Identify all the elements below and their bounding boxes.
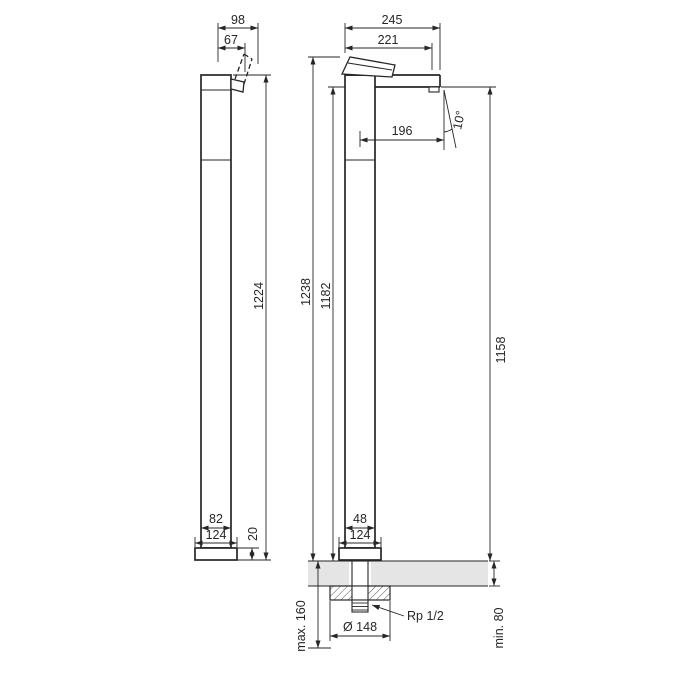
dim-20-label: 20 bbox=[246, 527, 260, 541]
side-view-column bbox=[200, 74, 232, 549]
dim-245-label: 245 bbox=[382, 13, 403, 27]
dim-98-label: 98 bbox=[231, 13, 245, 27]
dim-67-label: 67 bbox=[224, 33, 238, 47]
dim-48-label: 48 bbox=[353, 512, 367, 526]
floor-section bbox=[308, 560, 488, 587]
front-view-handle bbox=[341, 56, 396, 78]
front-view bbox=[338, 56, 441, 561]
dim-1182-label: 1182 bbox=[319, 283, 333, 310]
side-view-base-plate bbox=[194, 547, 238, 561]
dim-max160-label: max. 160 bbox=[294, 600, 308, 651]
side-view-handle bbox=[230, 78, 245, 93]
dim-rp12-label: Rp 1/2 bbox=[407, 609, 444, 623]
dim-124-left-label: 124 bbox=[206, 528, 227, 542]
dim-1224-label: 1224 bbox=[252, 282, 266, 310]
dim-1238-label: 1238 bbox=[299, 278, 313, 306]
floor-slab bbox=[308, 561, 488, 586]
side-view-handle-raised-dashed bbox=[234, 53, 253, 85]
spout-angle-indicator: 10° bbox=[443, 89, 468, 150]
dimensions-front-view: 245 221 10° 196 1238 1182 1158 48 124 bbox=[294, 13, 508, 652]
dim-angle-label: 10° bbox=[450, 109, 468, 130]
front-view-base-plate bbox=[338, 547, 382, 561]
dim-82-label: 82 bbox=[209, 512, 223, 526]
mounting-assembly bbox=[329, 560, 391, 613]
dim-dia148-label: Ø 148 bbox=[343, 620, 377, 634]
dim-1158-label: 1158 bbox=[494, 337, 508, 364]
dim-min80-label: min. 80 bbox=[492, 607, 506, 648]
aerator bbox=[428, 86, 440, 93]
dim-221-label: 221 bbox=[378, 33, 399, 47]
dim-124-right-label: 124 bbox=[350, 528, 371, 542]
dimensions-side-view: 98 67 1224 82 124 20 bbox=[194, 13, 271, 561]
front-view-column bbox=[344, 74, 376, 549]
dim-196-label: 196 bbox=[392, 124, 413, 138]
side-view bbox=[194, 53, 253, 561]
